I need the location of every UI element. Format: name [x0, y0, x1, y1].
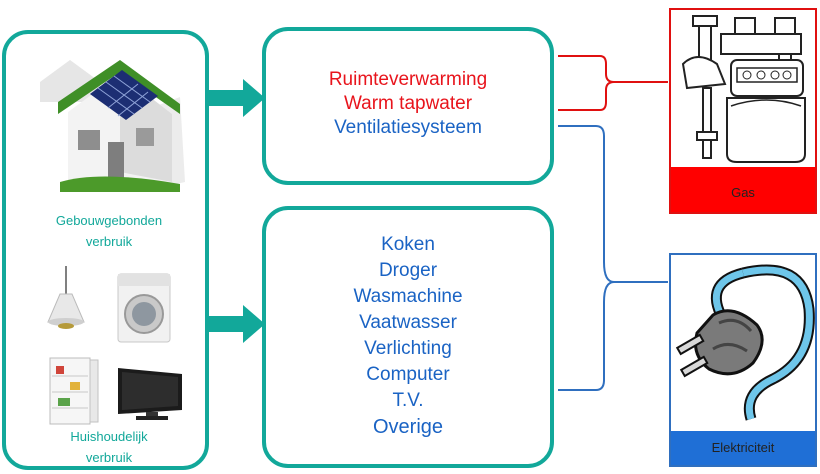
tv-icon	[118, 368, 182, 420]
lamp-icon	[47, 266, 85, 329]
gas-card: Gas	[669, 8, 817, 214]
house-solar-icon	[40, 60, 185, 192]
gas-brace	[558, 55, 668, 111]
electricity-brace	[558, 125, 668, 391]
usage-line: T.V.	[392, 390, 424, 411]
usage-line-ventilation: Ventilatiesysteem	[334, 117, 482, 138]
household-usage-label: Huishoudelijk verbruik	[24, 426, 194, 468]
usage-line: Koken	[381, 234, 435, 255]
building-usage-label: Gebouwgebonden verbruik	[24, 210, 194, 252]
usage-line: Vaatwasser	[359, 312, 457, 333]
usage-line-hot-water: Warm tapwater	[343, 93, 473, 114]
electricity-card: Elektriciteit	[669, 253, 817, 467]
building-usage-box: Ruimteverwarming Warm tapwater Ventilati…	[262, 27, 554, 185]
household-usage-box: Koken Droger Wasmachine Vaatwasser Verli…	[262, 206, 554, 468]
label-line: verbruik	[85, 450, 133, 465]
label-line: verbruik	[85, 234, 133, 249]
arrow-to-top-box	[209, 79, 265, 117]
label-line: Huishoudelijk	[70, 429, 148, 444]
gas-meter-icon	[681, 15, 806, 163]
usage-line: Overige	[372, 416, 444, 438]
building-panel: Gebouwgebonden verbruik Huishoudelijk ve…	[2, 30, 209, 470]
gas-label: Gas	[671, 167, 815, 212]
usage-line: Computer	[366, 364, 450, 385]
label-line: Gebouwgebonden	[55, 213, 163, 228]
usage-line: Wasmachine	[353, 286, 463, 307]
washing-machine-icon	[117, 273, 171, 343]
usage-line: Droger	[378, 260, 438, 281]
usage-line: Verlichting	[364, 338, 452, 359]
fridge-icon	[49, 357, 99, 425]
usage-line-space-heating: Ruimteverwarming	[328, 69, 488, 90]
arrow-to-bottom-box	[209, 305, 265, 343]
plug-icon	[675, 264, 815, 421]
electricity-label: Elektriciteit	[671, 431, 815, 465]
